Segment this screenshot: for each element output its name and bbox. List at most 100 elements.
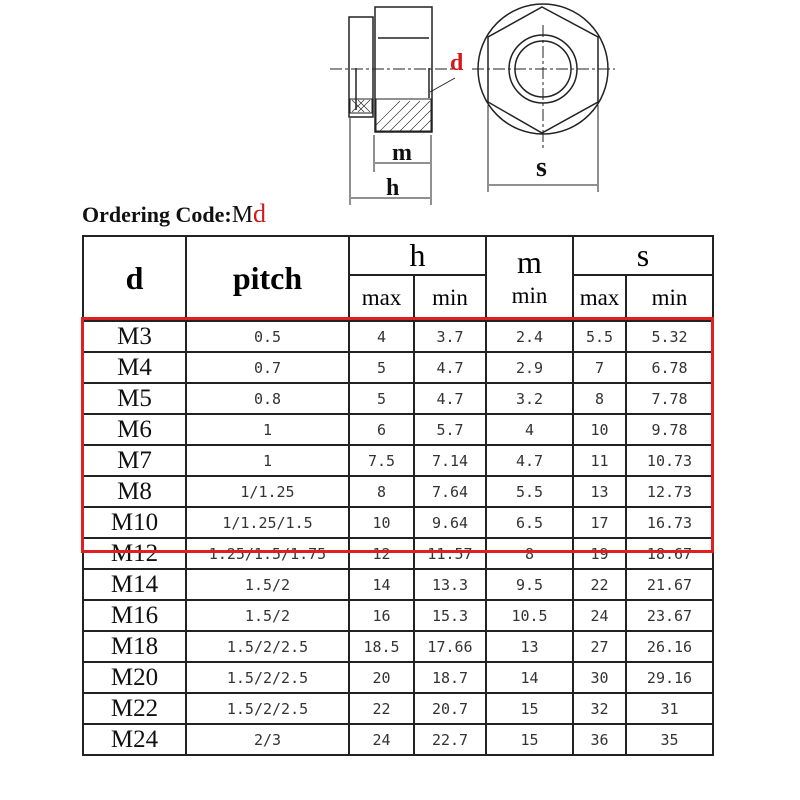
cell-s-min: 31	[625, 692, 714, 725]
header-s: s	[572, 235, 714, 276]
cell-h-min: 13.3	[413, 568, 487, 601]
cell-m-min: 9.5	[485, 568, 574, 601]
cell-h-max: 5	[348, 382, 415, 415]
cell-s-min: 6.78	[625, 351, 714, 384]
cell-pitch: 1	[185, 444, 350, 477]
cell-d: M10	[82, 506, 187, 539]
cell-pitch: 2/3	[185, 723, 350, 756]
cell-s-min: 16.73	[625, 506, 714, 539]
cell-d: M4	[82, 351, 187, 384]
diagram-label-s: s	[536, 152, 547, 183]
cell-h-min: 9.64	[413, 506, 487, 539]
cell-h-min: 18.7	[413, 661, 487, 694]
cell-d: M8	[82, 475, 187, 508]
cell-pitch: 1/1.25	[185, 475, 350, 508]
cell-pitch: 1.5/2/2.5	[185, 630, 350, 663]
cell-m-min: 15	[485, 692, 574, 725]
cell-s-max: 5.5	[572, 320, 627, 353]
cell-d: M18	[82, 630, 187, 663]
cell-s-min: 23.67	[625, 599, 714, 632]
cell-pitch: 0.8	[185, 382, 350, 415]
cell-m-min: 14	[485, 661, 574, 694]
cell-h-min: 17.66	[413, 630, 487, 663]
cell-h-min: 4.7	[413, 351, 487, 384]
cell-m-min: 5.5	[485, 475, 574, 508]
ordering-code-prefix: Ordering Code:	[82, 202, 232, 227]
cell-h-max: 14	[348, 568, 415, 601]
cell-s-max: 27	[572, 630, 627, 663]
cell-m-min: 2.9	[485, 351, 574, 384]
cell-s-min: 21.67	[625, 568, 714, 601]
cell-s-max: 22	[572, 568, 627, 601]
cell-h-max: 16	[348, 599, 415, 632]
cell-h-max: 18.5	[348, 630, 415, 663]
cell-s-min: 29.16	[625, 661, 714, 694]
ordering-code-m: M	[231, 202, 254, 228]
cell-s-min: 35	[625, 723, 714, 756]
cell-s-max: 13	[572, 475, 627, 508]
cell-h-min: 3.7	[413, 320, 487, 353]
diagram-label-d: d	[450, 50, 464, 76]
cell-s-max: 30	[572, 661, 627, 694]
cell-h-min: 15.3	[413, 599, 487, 632]
cell-m-min: 4	[485, 413, 574, 446]
cell-m-min: 10.5	[485, 599, 574, 632]
diagram-label-h: h	[386, 175, 400, 201]
cell-m-min: 13	[485, 630, 574, 663]
cell-h-max: 12	[348, 537, 415, 570]
cell-h-min: 7.14	[413, 444, 487, 477]
cell-s-max: 17	[572, 506, 627, 539]
cell-d: M16	[82, 599, 187, 632]
cell-pitch: 1.5/2/2.5	[185, 661, 350, 694]
cell-s-min: 18.67	[625, 537, 714, 570]
cell-d: M6	[82, 413, 187, 446]
cell-d: M20	[82, 661, 187, 694]
cell-s-max: 8	[572, 382, 627, 415]
cell-h-max: 6	[348, 413, 415, 446]
cell-s-max: 11	[572, 444, 627, 477]
cell-h-max: 7.5	[348, 444, 415, 477]
cell-s-max: 32	[572, 692, 627, 725]
cell-s-max: 24	[572, 599, 627, 632]
cell-h-max: 20	[348, 661, 415, 694]
cell-pitch: 0.7	[185, 351, 350, 384]
cell-h-min: 22.7	[413, 723, 487, 756]
header-h-min: min	[413, 274, 487, 322]
cell-d: M14	[82, 568, 187, 601]
cell-d: M24	[82, 723, 187, 756]
cell-m-min: 15	[485, 723, 574, 756]
cell-pitch: 1	[185, 413, 350, 446]
cell-s-min: 12.73	[625, 475, 714, 508]
cell-m-min: 4.7	[485, 444, 574, 477]
cell-m-min: 8	[485, 537, 574, 570]
cell-pitch: 1/1.25/1.5	[185, 506, 350, 539]
cell-s-max: 36	[572, 723, 627, 756]
cell-d: M12	[82, 537, 187, 570]
header-m-label: m	[517, 243, 542, 280]
cell-d: M22	[82, 692, 187, 725]
cell-h-max: 8	[348, 475, 415, 508]
header-s-min: min	[625, 274, 714, 322]
cell-pitch: 1.5/2/2.5	[185, 692, 350, 725]
cell-s-max: 19	[572, 537, 627, 570]
header-h-max: max	[348, 274, 415, 322]
cell-s-min: 26.16	[625, 630, 714, 663]
nut-diagram	[330, 3, 615, 205]
cell-h-min: 4.7	[413, 382, 487, 415]
cell-h-min: 5.7	[413, 413, 487, 446]
cell-pitch: 0.5	[185, 320, 350, 353]
